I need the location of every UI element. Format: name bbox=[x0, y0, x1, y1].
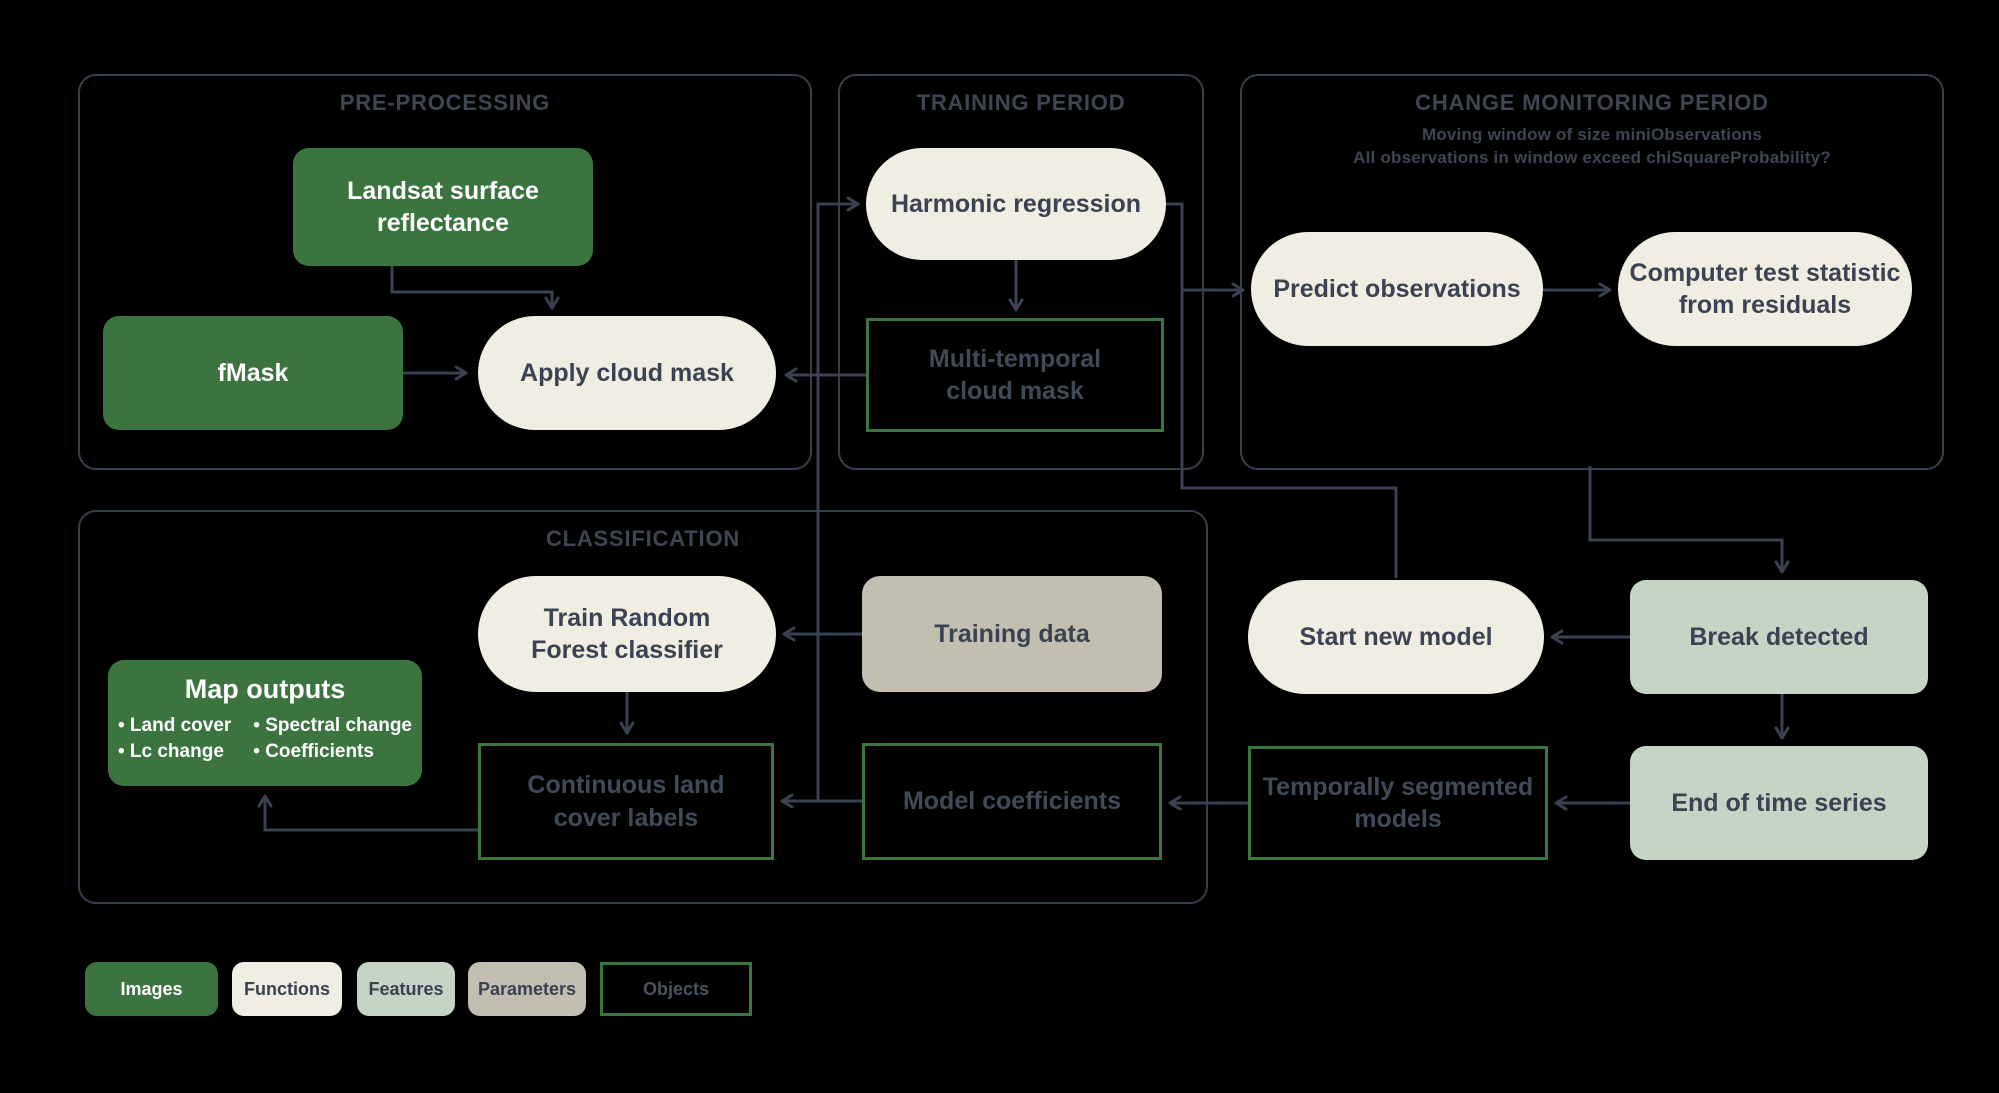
legend-label: Functions bbox=[244, 978, 330, 999]
node-fmask: fMask bbox=[103, 316, 403, 430]
legend-label: Features bbox=[368, 978, 444, 999]
node-label: Multi-temporal cloud mask bbox=[928, 344, 1102, 406]
node-model-coefficients: Model coefficients bbox=[862, 743, 1162, 860]
map-outputs-item: • Lc change bbox=[117, 741, 224, 762]
panel-change-monitoring-title: CHANGE MONITORING PERIOD bbox=[1415, 90, 1769, 115]
node-label: Training data bbox=[934, 619, 1090, 648]
map-outputs-title: Map outputs bbox=[184, 674, 346, 704]
map-outputs-item: • Spectral change bbox=[253, 715, 412, 736]
legend-features: Features bbox=[357, 962, 455, 1016]
node-end-of-time-series: End of time series bbox=[1630, 746, 1928, 860]
legend-parameters: Parameters bbox=[468, 962, 586, 1016]
node-label: Break detected bbox=[1689, 622, 1869, 651]
node-computer-test-statistic: Computer test statistic from residuals bbox=[1618, 232, 1912, 346]
node-label: Apply cloud mask bbox=[520, 358, 734, 387]
node-map-outputs: Map outputs • Land cover • Spectral chan… bbox=[108, 660, 422, 786]
node-predict-observations: Predict observations bbox=[1251, 232, 1543, 346]
node-label: Predict observations bbox=[1273, 274, 1521, 303]
node-label: Landsat surface reflectance bbox=[347, 176, 539, 238]
panel-classification-title: CLASSIFICATION bbox=[545, 526, 741, 551]
node-label: Temporally segmented models bbox=[1262, 772, 1534, 834]
node-harmonic-regression: Harmonic regression bbox=[866, 148, 1166, 260]
node-label: Train Random Forest classifier bbox=[531, 603, 723, 665]
node-start-new-model: Start new model bbox=[1248, 580, 1544, 694]
node-label: Continuous land cover labels bbox=[527, 771, 725, 832]
node-landsat-surface-reflectance: Landsat surface reflectance bbox=[293, 148, 593, 266]
edge-monitoring-to-break bbox=[1588, 466, 1790, 574]
map-outputs-item: • Coefficients bbox=[253, 741, 374, 762]
panel-classification: CLASSIFICATION bbox=[78, 510, 1208, 904]
legend-label: Parameters bbox=[477, 978, 577, 999]
legend-images: Images bbox=[85, 962, 218, 1016]
node-label: Harmonic regression bbox=[890, 189, 1142, 218]
node-break-detected: Break detected bbox=[1630, 580, 1928, 694]
legend-objects: Objects bbox=[600, 962, 752, 1016]
node-label: Computer test statistic from residuals bbox=[1629, 258, 1901, 320]
node-label: Model coefficients bbox=[902, 787, 1122, 816]
panel-change-monitoring: CHANGE MONITORING PERIOD Moving window o… bbox=[1240, 74, 1944, 470]
panel-change-monitoring-subtitle: Moving window of size miniObservations A… bbox=[1353, 125, 1831, 167]
map-outputs-list: • Land cover • Spectral change • Lc chan… bbox=[118, 715, 412, 763]
node-label: Start new model bbox=[1299, 622, 1493, 651]
panel-preprocessing-title: PRE-PROCESSING bbox=[339, 90, 551, 115]
legend-label: Images bbox=[120, 978, 183, 999]
node-continuous-land-cover-labels: Continuous land cover labels bbox=[478, 743, 774, 860]
node-label: End of time series bbox=[1671, 788, 1887, 817]
map-outputs-item: • Land cover bbox=[117, 715, 232, 736]
node-label: fMask bbox=[217, 358, 289, 387]
panel-training-period-title: TRAINING PERIOD bbox=[916, 90, 1126, 115]
node-temporally-segmented-models: Temporally segmented models bbox=[1248, 746, 1548, 860]
node-multitemporal-cloud-mask: Multi-temporal cloud mask bbox=[866, 318, 1164, 432]
node-training-data: Training data bbox=[862, 576, 1162, 692]
node-apply-cloud-mask: Apply cloud mask bbox=[478, 316, 776, 430]
panel-preprocessing: PRE-PROCESSING bbox=[78, 74, 812, 470]
legend-label: Objects bbox=[642, 978, 710, 999]
legend-functions: Functions bbox=[232, 962, 342, 1016]
node-train-random-forest: Train Random Forest classifier bbox=[478, 576, 776, 692]
